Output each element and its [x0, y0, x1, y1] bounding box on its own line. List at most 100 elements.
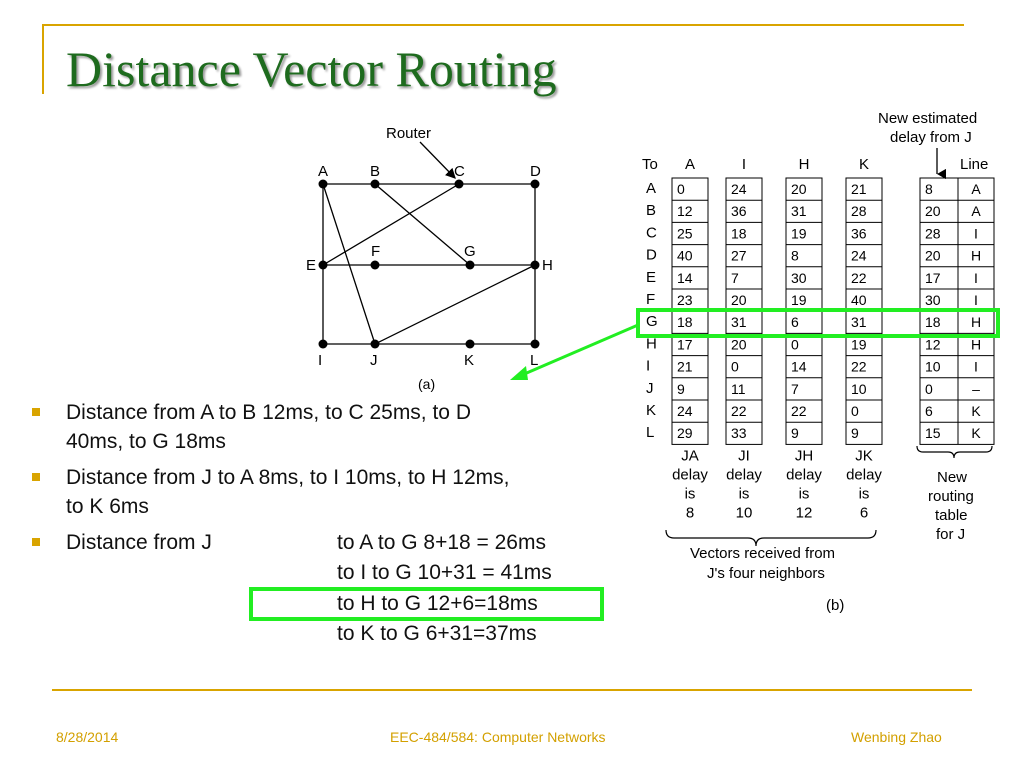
- dest-row-label-J: J: [646, 380, 654, 397]
- router-label: Router: [386, 125, 431, 142]
- router-arrow: [419, 141, 456, 179]
- vector-cell: 8: [791, 248, 799, 264]
- new-line-cell: H: [971, 248, 981, 264]
- bullet-1-line-1: Distance from A to B 12ms, to C 25ms, to…: [66, 401, 471, 424]
- bullet-3-line-3: to H to G 12+6=18ms: [337, 592, 538, 615]
- new-delay-cell: 30: [925, 292, 941, 308]
- vector-cell: 22: [731, 403, 747, 419]
- vector-cell: 9: [851, 425, 859, 441]
- vector-cell: 9: [677, 381, 685, 397]
- vector-cell: 9: [791, 425, 799, 441]
- node-label-F: F: [371, 243, 380, 260]
- new-delay-cell: 17: [925, 270, 941, 286]
- delay-caption-line: 8: [686, 504, 694, 521]
- node-label-A: A: [318, 163, 328, 180]
- router-node-L: [530, 339, 540, 349]
- new-line-cell: H: [971, 336, 981, 352]
- graph-edges: [322, 183, 536, 345]
- new-line-cell: H: [971, 314, 981, 330]
- bullet-marker: [32, 538, 40, 546]
- node-label-G: G: [464, 243, 476, 260]
- dest-row-label-G: G: [646, 313, 658, 330]
- vector-cell: 40: [677, 248, 693, 264]
- router-node-D: [530, 179, 540, 189]
- new-line-cell: –: [972, 381, 980, 397]
- node-label-D: D: [530, 163, 541, 180]
- router-node-J: [370, 339, 380, 349]
- dest-row-label-D: D: [646, 247, 657, 264]
- new-delay-cell: 20: [925, 203, 941, 219]
- vector-cell: 28: [851, 203, 867, 219]
- bullet-marker: [32, 408, 40, 416]
- slide-title: Distance Vector Routing: [66, 41, 557, 97]
- node-label-C: C: [454, 163, 465, 180]
- vector-header-H: H: [799, 156, 810, 173]
- vector-cell: 27: [731, 248, 747, 264]
- router-node-G: [465, 260, 475, 270]
- new-table-caption-4: for J: [936, 526, 965, 543]
- new-delay-cell: 0: [925, 381, 933, 397]
- dest-row-label-F: F: [646, 291, 655, 308]
- node-label-H: H: [542, 257, 553, 274]
- delay-caption-line: delay: [726, 466, 762, 483]
- delay-caption-line: is: [685, 485, 696, 502]
- new-line-cell: A: [971, 203, 981, 219]
- new-estimate-line-1: New estimated: [878, 110, 977, 127]
- edge-J-H: [374, 264, 536, 345]
- delay-caption-line: delay: [786, 466, 822, 483]
- edge-A-J: [322, 183, 376, 345]
- footer-course: EEC-484/584: Computer Networks: [390, 729, 606, 745]
- figure-b-caption: (b): [826, 597, 844, 614]
- delay-caption-line: JA: [681, 447, 699, 464]
- green-pointer-arrow: [510, 323, 639, 380]
- delay-caption-line: is: [859, 485, 870, 502]
- top-accent-line: [42, 24, 964, 26]
- dest-row-label-K: K: [646, 402, 656, 419]
- router-node-K: [465, 339, 475, 349]
- vector-cell: 19: [791, 225, 807, 241]
- vector-cell: 25: [677, 225, 693, 241]
- router-node-A: [318, 179, 328, 189]
- new-estimate-line-2: delay from J: [890, 129, 972, 146]
- new-line-cell: K: [971, 425, 981, 441]
- vector-cell: 23: [677, 292, 693, 308]
- vector-cell: 7: [731, 270, 739, 286]
- new-delay-cell: 12: [925, 336, 941, 352]
- new-delay-cell: 10: [925, 359, 941, 375]
- highlight-box-bullet: [249, 587, 604, 621]
- vector-cell: 0: [851, 403, 859, 419]
- vector-header-K: K: [859, 156, 869, 173]
- new-delay-cell: 6: [925, 403, 933, 419]
- dest-row-label-H: H: [646, 335, 657, 352]
- dest-row-label-A: A: [646, 180, 656, 197]
- dest-row-label-L: L: [646, 424, 654, 441]
- left-accent-line: [42, 24, 44, 94]
- router-node-E: [318, 260, 328, 270]
- new-delay-cell: 8: [925, 181, 933, 197]
- footer-author: Wenbing Zhao: [851, 729, 942, 745]
- vectors-caption-2: J's four neighbors: [707, 565, 825, 582]
- vectors-caption-1: Vectors received from: [690, 545, 835, 562]
- bullet-marker: [32, 473, 40, 481]
- vector-cell: 12: [677, 203, 693, 219]
- edge-C-E: [322, 183, 460, 266]
- vector-header-A: A: [685, 156, 695, 173]
- vector-cell: 36: [851, 225, 867, 241]
- line-header: Line: [960, 156, 988, 173]
- delay-caption-line: JK: [855, 447, 873, 464]
- vector-cell: 31: [791, 203, 807, 219]
- new-table-caption-3: table: [935, 507, 968, 524]
- new-table-caption-2: routing: [928, 488, 974, 505]
- new-delay-cell: 18: [925, 314, 941, 330]
- vector-cell: 14: [791, 359, 807, 375]
- vector-cell: 14: [677, 270, 693, 286]
- new-line-cell: I: [974, 359, 978, 375]
- vector-cell: 18: [677, 314, 693, 330]
- vector-cell: 0: [791, 336, 799, 352]
- bullet-1-line-2: 40ms, to G 18ms: [66, 430, 226, 453]
- neighbor-vectors: 0122540142318172192429243618277203120011…: [671, 177, 883, 445]
